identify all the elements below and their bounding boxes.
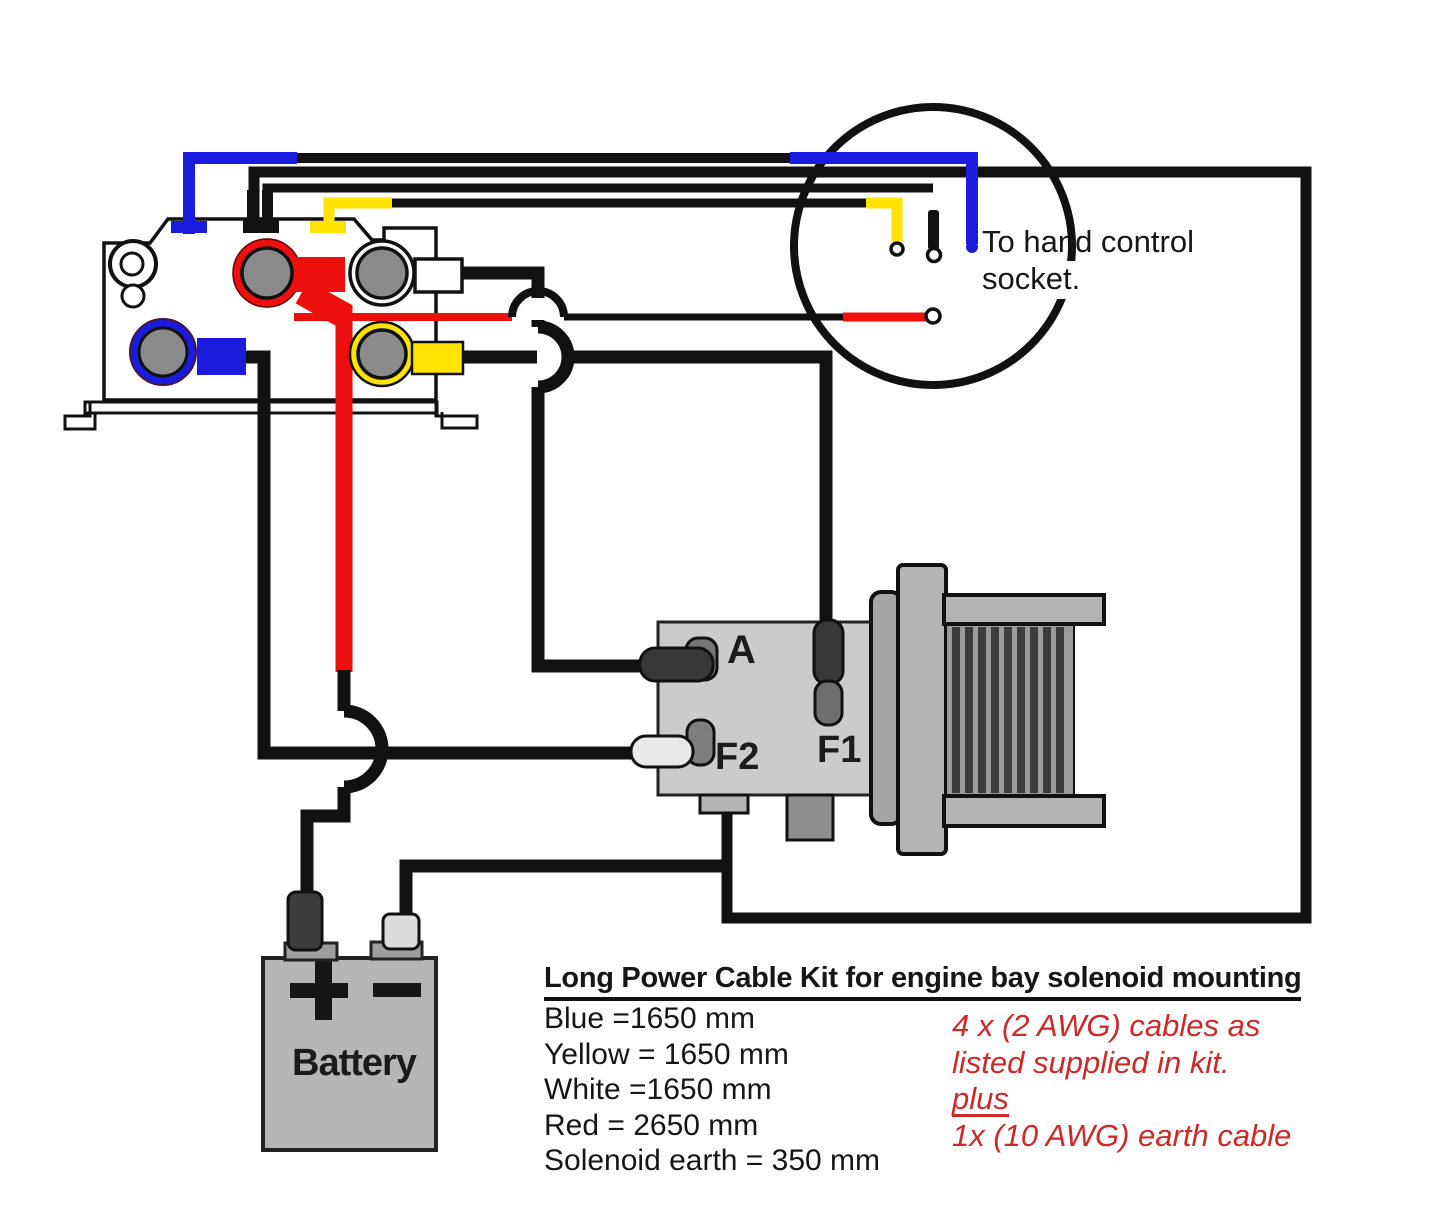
note-line1: 4 x (2 AWG) cables as bbox=[952, 1008, 1261, 1043]
terminal-f1-lug bbox=[812, 618, 845, 686]
motor-terminal-f1-label: F1 bbox=[817, 729, 862, 771]
black-handset-pin bbox=[928, 210, 939, 250]
battery-label: Battery bbox=[292, 1042, 417, 1084]
wire-white-to-a-1 bbox=[457, 266, 545, 298]
motor-mount-tab bbox=[785, 793, 835, 842]
legend-title: Long Power Cable Kit for engine bay sole… bbox=[544, 962, 1302, 1001]
wire-white-to-a-3 bbox=[531, 387, 654, 673]
wire-blue-left bbox=[183, 152, 297, 234]
yellow-terminal-stud bbox=[356, 328, 408, 380]
wire-battery-pos-2 bbox=[300, 787, 351, 896]
red-lug bbox=[293, 257, 345, 292]
yellow-pin-terminal bbox=[889, 241, 905, 257]
blue-wire-tip bbox=[966, 241, 978, 253]
motor-terminal-a-label: A bbox=[727, 628, 756, 672]
wires bbox=[183, 152, 1312, 952]
wire-hop-over-f2 bbox=[343, 704, 389, 794]
motor-top-bar bbox=[942, 593, 1106, 626]
blue-lug bbox=[197, 338, 246, 375]
white-lug bbox=[413, 257, 464, 294]
battery-terminal-neg bbox=[381, 912, 421, 951]
black-pin-terminal bbox=[925, 246, 943, 264]
red-pin-terminal bbox=[924, 307, 942, 325]
motor-bottom-bar bbox=[942, 794, 1106, 828]
battery-plus-symbol-bar bbox=[290, 983, 348, 998]
battery bbox=[261, 890, 438, 1152]
note-line3: plus bbox=[952, 1081, 1009, 1117]
wire-yellow-right bbox=[866, 197, 903, 241]
mount-hole-small bbox=[120, 283, 146, 309]
red-terminal-stud bbox=[240, 246, 294, 300]
cable-length-yellow: Yellow = 1650 mm bbox=[544, 1037, 789, 1071]
bracket-foot-left bbox=[63, 402, 97, 431]
blue-terminal-stud bbox=[137, 326, 189, 378]
terminal-f2-lug bbox=[629, 734, 695, 769]
note-line2: listed supplied in kit. bbox=[952, 1044, 1230, 1080]
cable-length-red: Red = 2650 mm bbox=[544, 1108, 759, 1142]
legend-cable-list: Blue =1650 mm Yellow = 1650 mm White =16… bbox=[544, 1001, 880, 1179]
wire-yellow-to-f1-2 bbox=[569, 350, 833, 632]
winch-motor bbox=[629, 563, 1106, 856]
bracket-foot-right bbox=[434, 402, 479, 430]
cable-length-white: White =1650 mm bbox=[544, 1073, 772, 1106]
mount-hole-inner bbox=[119, 251, 145, 277]
wire-yellow-left bbox=[323, 197, 392, 233]
wire-hop-over-f1 bbox=[537, 320, 575, 394]
motor-flange-outer bbox=[896, 563, 948, 856]
white-terminal-stud bbox=[355, 246, 409, 300]
battery-minus-symbol bbox=[373, 983, 421, 997]
motor-earth-tab bbox=[698, 793, 750, 815]
cable-length-earth: Solenoid earth = 350 mm bbox=[544, 1144, 881, 1177]
socket-label-line2: socket. bbox=[982, 261, 1091, 299]
motor-terminal-f2-label: F2 bbox=[715, 736, 760, 778]
wire-blue-right bbox=[790, 152, 978, 244]
wire-black-handset bbox=[262, 183, 933, 230]
terminal-a-lug bbox=[638, 646, 715, 683]
socket-label-line1: To hand control bbox=[982, 224, 1194, 259]
battery-terminal-pos bbox=[286, 890, 324, 952]
yellow-lug bbox=[410, 340, 465, 376]
cable-length-blue: Blue =1650 mm bbox=[544, 1002, 755, 1035]
wire-earth-loop bbox=[248, 166, 1312, 924]
motor-fins bbox=[952, 627, 1064, 793]
legend-notes: 4 x (2 AWG) cables as listed supplied in… bbox=[952, 1008, 1291, 1154]
wire-blue-to-f2 bbox=[242, 350, 636, 760]
solenoid-terminals bbox=[129, 238, 465, 388]
note-line4: 1x (10 AWG) earth cable bbox=[952, 1117, 1292, 1153]
wire-battery-neg bbox=[399, 859, 723, 952]
terminal-f1-stud bbox=[813, 679, 844, 727]
hand-control-socket-circle bbox=[790, 103, 1076, 389]
